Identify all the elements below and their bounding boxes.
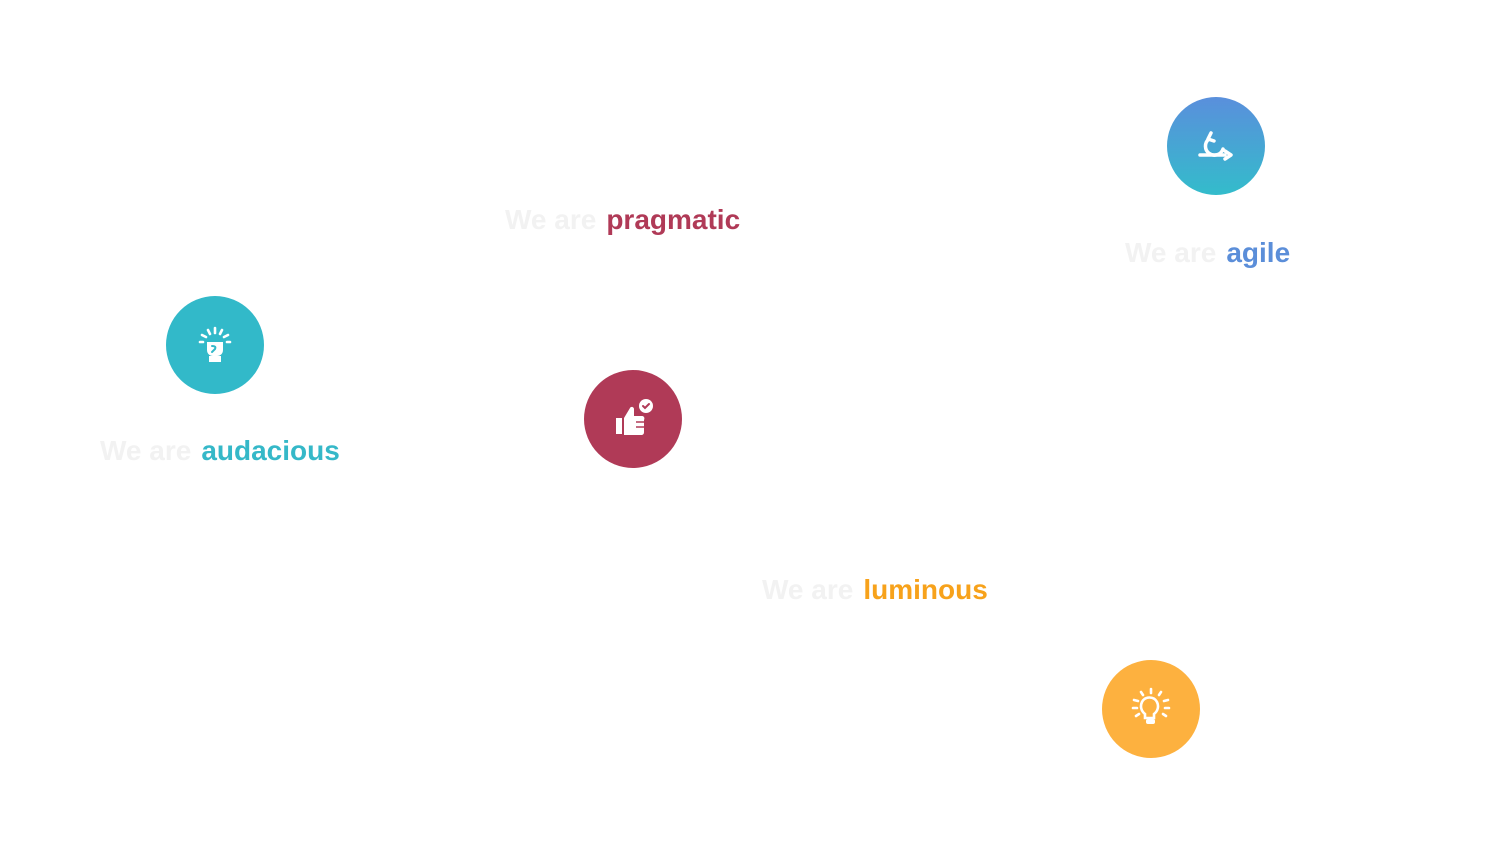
value-word: pragmatic [606,204,741,235]
audacious-icon-circle [166,296,264,394]
agile-loop-arrow-icon [1198,131,1233,161]
value-luminous: We are luminous [762,574,988,606]
value-audacious: We are audacious [100,435,340,467]
value-word: audacious [201,435,340,466]
agile-icon-circle [1167,97,1265,195]
value-pragmatic: We are pragmatic [505,204,740,236]
lightbulb-icon [1131,687,1171,724]
value-prefix: We are [1125,237,1217,268]
raised-fist-icon [198,326,232,362]
pragmatic-icon-circle [584,370,682,468]
value-prefix: We are [762,574,854,605]
value-prefix: We are [100,435,192,466]
luminous-icon-circle [1102,660,1200,758]
value-prefix: We are [505,204,597,235]
value-word: agile [1226,237,1291,268]
thumbs-up-check-icon [616,399,653,435]
value-agile: We are agile [1125,237,1290,269]
value-word: luminous [863,574,988,605]
